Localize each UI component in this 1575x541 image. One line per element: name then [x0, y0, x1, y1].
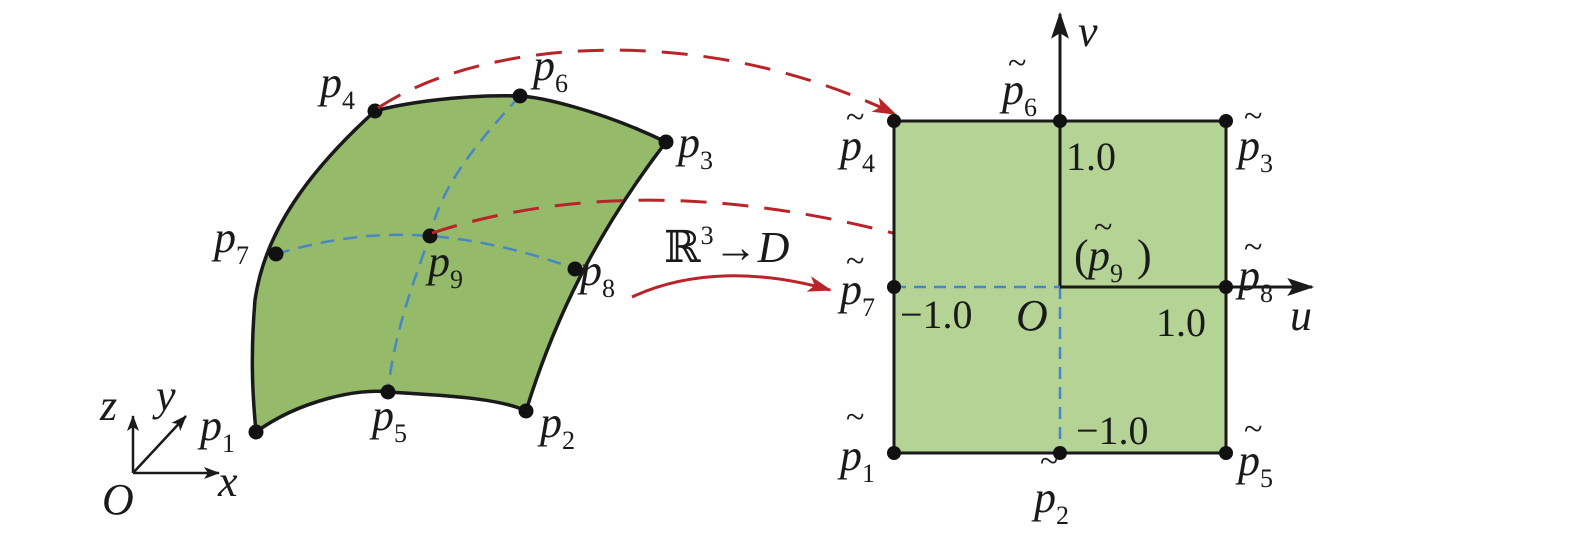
axis-x-label: x — [217, 457, 238, 506]
label-q6: ~ p6 — [999, 45, 1037, 122]
map-arrow-p4 — [377, 48, 897, 116]
label-p4: p4 — [317, 58, 355, 115]
point-p1 — [248, 424, 264, 440]
svg-text:~: ~ — [1008, 45, 1026, 82]
tick-u-neg: −1.0 — [900, 292, 973, 337]
svg-text:p6: p6 — [999, 65, 1037, 122]
axis-u-label: u — [1290, 291, 1312, 340]
surface-fill — [250, 93, 668, 434]
svg-text:p5: p5 — [1235, 436, 1273, 493]
surface-patch — [250, 93, 668, 434]
svg-text:p2: p2 — [1031, 473, 1069, 530]
label-p6: p6 — [530, 41, 568, 98]
domain-point-q3 — [1219, 114, 1233, 128]
label-q9: ( ~ p9 ) — [1074, 209, 1152, 288]
point-p2 — [518, 403, 534, 419]
svg-text:p3: p3 — [1235, 121, 1273, 178]
label-p3: p3 — [675, 118, 713, 175]
label-q2: ~ p2 — [1031, 443, 1069, 530]
point-p8 — [567, 261, 583, 277]
axis-v-label: v — [1078, 7, 1098, 56]
axis-y — [132, 415, 187, 474]
svg-text:p7: p7 — [837, 265, 875, 322]
surface-grid-u — [275, 233, 576, 271]
label-q5: ~ p5 — [1235, 411, 1273, 493]
parameter-domain: u v O 1.0 1.0 −1.0 −1.0 — [892, 7, 1315, 455]
svg-text:~: ~ — [1040, 443, 1058, 480]
map-arrow-main — [631, 274, 832, 299]
label-q7: ~ p7 — [837, 243, 875, 322]
point-p6 — [512, 88, 528, 104]
domain-point-q4 — [887, 114, 901, 128]
point-p7 — [268, 246, 284, 262]
svg-text:~: ~ — [846, 399, 864, 436]
tick-v-pos: 1.0 — [1066, 134, 1116, 179]
point-p5 — [380, 384, 396, 400]
svg-text:~: ~ — [1244, 98, 1262, 135]
point-p3 — [658, 134, 674, 150]
domain-point-q7 — [887, 280, 901, 294]
label-p7: p7 — [211, 213, 249, 270]
svg-text:p1: p1 — [837, 431, 875, 488]
world-axes: z y x O — [99, 371, 238, 524]
label-p8: p8 — [577, 246, 615, 303]
svg-text:~: ~ — [846, 99, 864, 136]
svg-text:~: ~ — [846, 243, 864, 280]
tick-v-neg: −1.0 — [1076, 408, 1149, 453]
label-p1: p1 — [197, 401, 235, 458]
svg-text:p4: p4 — [837, 121, 875, 178]
axis-z-label: z — [99, 381, 117, 430]
label-q4: ~ p4 — [837, 99, 875, 178]
svg-text:~: ~ — [1244, 411, 1262, 448]
label-p9: p9 — [425, 237, 463, 294]
label-p2: p2 — [537, 398, 575, 455]
axis-y-label: y — [152, 371, 176, 420]
domain-point-labels: ~ p1 ~ p2 ~ p3 ~ p4 ~ p5 ~ p6 ~ p7 ~ p8 — [837, 45, 1273, 530]
world-origin-label: O — [102, 475, 134, 524]
domain-origin-label: O — [1016, 291, 1048, 340]
svg-text:p9: p9 — [1085, 231, 1123, 288]
surface-point-labels: p1 p2 p3 p4 p5 p6 p7 p8 p9 — [197, 41, 713, 458]
domain-point-q2 — [1053, 446, 1067, 460]
label-q1: ~ p1 — [837, 399, 875, 488]
svg-text:~: ~ — [1094, 209, 1112, 246]
svg-text:): ) — [1137, 231, 1152, 280]
svg-text:p8: p8 — [1235, 251, 1273, 308]
mapping-label: ℝ3→D — [664, 221, 790, 272]
domain-point-q8 — [1219, 280, 1233, 294]
svg-text:~: ~ — [1244, 229, 1262, 266]
label-q3: ~ p3 — [1235, 98, 1273, 178]
surface-points — [248, 88, 674, 440]
svg-text:(: ( — [1074, 231, 1089, 280]
domain-point-q6 — [1053, 114, 1067, 128]
label-p5: p5 — [369, 391, 407, 448]
label-q8: ~ p8 — [1235, 229, 1273, 308]
domain-points — [887, 114, 1233, 460]
domain-point-q1 — [887, 446, 901, 460]
domain-point-q5 — [1219, 446, 1233, 460]
tick-u-pos: 1.0 — [1156, 300, 1206, 345]
